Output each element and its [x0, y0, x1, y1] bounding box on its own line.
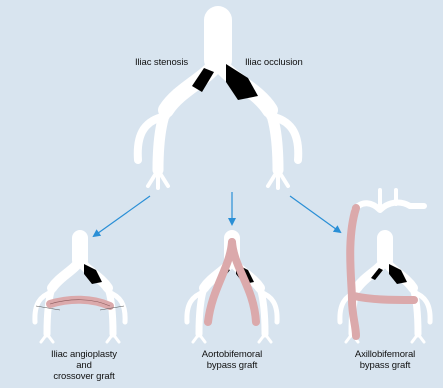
caption-option-3: Axillobifemoral bypass graft — [333, 349, 437, 371]
arrows — [94, 192, 340, 236]
axillary-arteries — [354, 190, 424, 210]
option-1-anatomy — [35, 238, 125, 342]
caption-option-3-line-1: Axillobifemoral — [333, 349, 437, 360]
caption-option-1: Iliac angioplasty and crossover graft — [32, 349, 136, 382]
axillobifemoral-graft — [350, 208, 414, 336]
caption-option-2: Aortobifemoral bypass graft — [180, 349, 284, 371]
caption-option-1-line-3: crossover graft — [32, 371, 136, 382]
caption-option-1-line-1: Iliac angioplasty — [32, 349, 136, 360]
label-iliac-occlusion: Iliac occlusion — [245, 57, 303, 68]
caption-option-2-line-1: Aortobifemoral — [180, 349, 284, 360]
caption-option-2-line-2: bypass graft — [180, 360, 284, 371]
caption-option-1-line-2: and — [32, 360, 136, 371]
arrow-right — [290, 196, 340, 232]
option-2-anatomy — [187, 238, 277, 342]
label-iliac-stenosis: Iliac stenosis — [135, 57, 188, 68]
original-anatomy — [138, 20, 299, 188]
arrow-left — [94, 196, 150, 236]
caption-option-3-line-2: bypass graft — [333, 360, 437, 371]
vessel-tree-top — [138, 20, 299, 188]
iliac-occlusion-lesion — [226, 64, 258, 100]
